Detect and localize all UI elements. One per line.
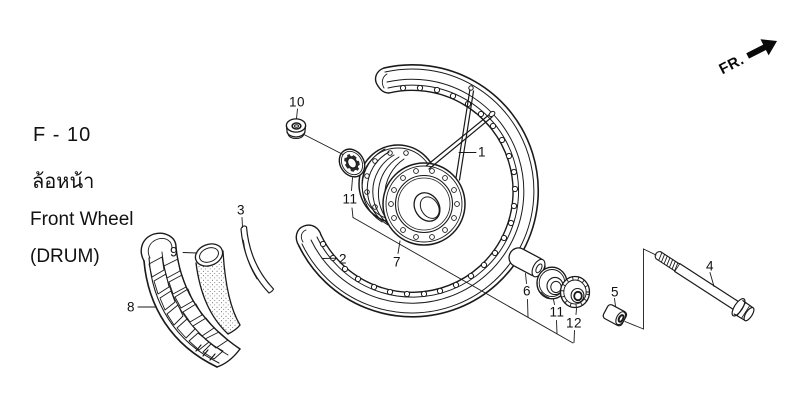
hub-axle-bore xyxy=(413,192,441,222)
title-english: Front Wheel xyxy=(30,209,134,230)
callout-3: 3 xyxy=(236,202,246,218)
rim-nipple-holes xyxy=(319,84,519,298)
front-axle xyxy=(654,251,755,322)
tire xyxy=(140,232,241,368)
drum-hub xyxy=(358,144,466,246)
side-collar xyxy=(602,304,628,327)
tire-tread xyxy=(148,256,229,360)
callout-6: 6 xyxy=(522,283,532,299)
bearing-left xyxy=(338,148,366,178)
title-thai: ล้อหน้า xyxy=(32,171,95,193)
inner-tube xyxy=(194,243,241,335)
callout-4: 4 xyxy=(705,258,715,274)
callout-12: 12 xyxy=(565,315,583,331)
rim-band xyxy=(240,225,275,294)
callout-7: 7 xyxy=(392,254,402,270)
callout-8: 8 xyxy=(126,299,136,315)
callout-9: 9 xyxy=(169,244,179,260)
spokes xyxy=(425,85,496,181)
wheel-rim xyxy=(295,63,539,318)
callout-2: 2 xyxy=(338,251,348,267)
callout-5: 5 xyxy=(610,284,620,300)
callout-11-right: 11 xyxy=(549,304,565,320)
callout-11-left: 11 xyxy=(342,191,358,207)
dust-seal xyxy=(559,275,591,309)
page-code: F - 10 xyxy=(33,124,92,146)
leader-lines xyxy=(137,108,715,344)
callout-1: 1 xyxy=(477,144,487,160)
axle-nut xyxy=(285,118,307,139)
front-direction-arrow-icon xyxy=(745,39,777,59)
front-direction-indicator: FR. xyxy=(715,32,782,79)
callout-10: 10 xyxy=(288,94,306,110)
title-variant: (DRUM) xyxy=(30,246,100,267)
